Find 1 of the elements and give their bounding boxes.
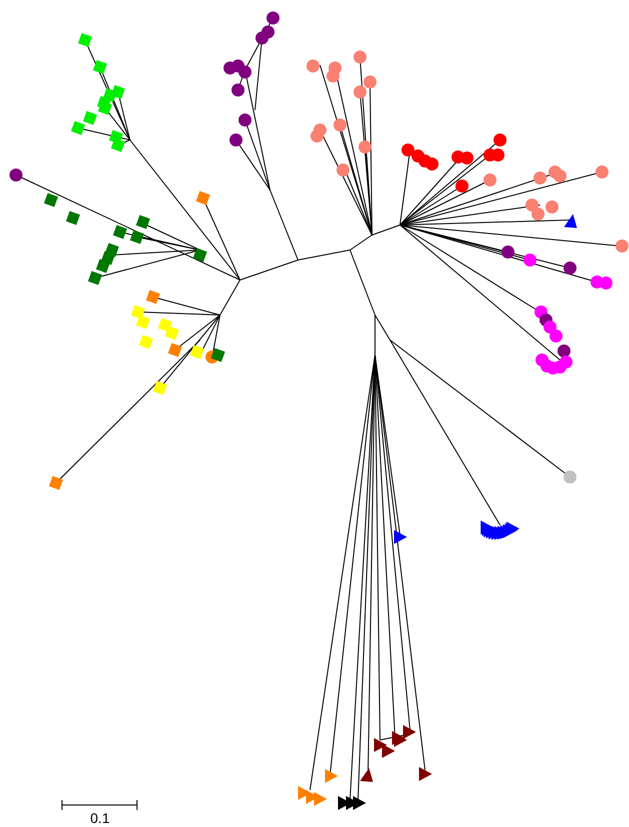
scale-label: 0.1 [90,810,110,826]
